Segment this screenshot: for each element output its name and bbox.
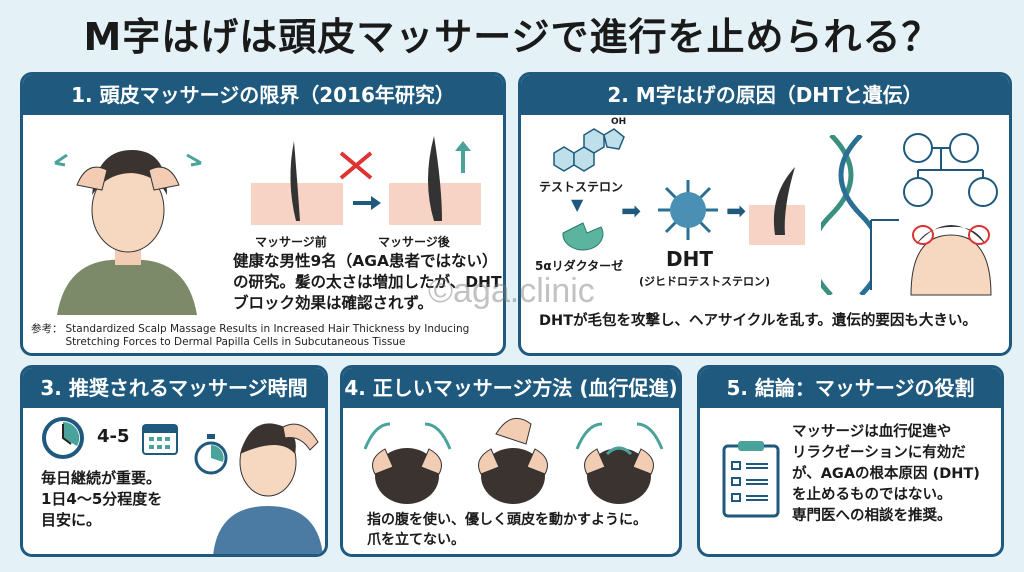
method-description: 指の腹を使い、優しく頭皮を動かすように。 爪を立てない。 (367, 510, 647, 550)
body-line: 毎日継続が重要。 (41, 469, 162, 487)
time-description: 毎日継続が重要。 1日4〜5分程度を 目安に。 (41, 468, 162, 531)
testosterone-molecule-icon (553, 128, 625, 172)
oh-label: OH (611, 117, 627, 127)
clock-icon (42, 417, 84, 459)
dht-molecule-icon (658, 180, 718, 240)
body-line: マッサージは血行促進や (792, 424, 952, 440)
panel-header: 2. M字はげの原因（DHTと遺伝） (521, 75, 1009, 115)
dht-label: DHT (666, 247, 713, 271)
body-line: 目安に。 (41, 511, 102, 529)
panel-header: 3. 推奨されるマッサージ時間 (23, 368, 325, 408)
panel-massage-method: 4. 正しいマッサージ方法 (血行促進) 指の腹を使い、優しく頭皮を動かすように… (340, 365, 682, 557)
testosterone-label: テストステロン (539, 180, 624, 194)
page-title: M字はげは頭皮マッサージで進行を止められる？ (83, 15, 941, 59)
reference-line: Standardized Scalp Massage Results in In… (65, 323, 470, 335)
relaxed-man-illustration (213, 423, 323, 554)
panel-massage-limits: 1. 頭皮マッサージの限界（2016年研究） マッサージ前 マッサージ後 健康な… (20, 72, 506, 356)
body-line: 指の腹を使い、優しく頭皮を動かすように。 (367, 512, 647, 528)
clipboard-checklist-icon (722, 441, 780, 518)
enzyme-label: 5αリダクターゼ (535, 259, 624, 273)
man-massaging-head-illustration (54, 150, 202, 315)
reference-citation: 参考： Standardized Scalp Massage Results i… (31, 323, 469, 349)
stopwatch-icon (194, 434, 228, 475)
conclusion-text: マッサージは血行促進や リラクゼーションに有効だ が、AGAの根本原因 (DHT… (792, 422, 980, 527)
body-line: を止めるものではない。 (792, 487, 952, 503)
reference-line: Stretching Forces to Dermal Papilla Cell… (65, 336, 406, 348)
body-line: リラクゼーションに有効だ (792, 445, 966, 461)
minutes-count: 4-5 (97, 426, 130, 447)
panel-recommended-time: 3. 推奨されるマッサージ時間 4-5 毎日継続が重要。 1日4〜5分程度を 目… (20, 365, 328, 557)
dna-icon (821, 135, 871, 295)
panel-header: 5. 結論：マッサージの役割 (700, 368, 1001, 408)
panel-header: 4. 正しいマッサージ方法 (血行促進) (343, 368, 679, 408)
before-label: マッサージ前 (255, 235, 327, 249)
reference-label: 参考： (31, 323, 63, 335)
dht-fullname: (ジヒドロテストステロン) (639, 275, 771, 288)
body-line: 専門医への相談を推奨。 (792, 508, 952, 524)
family-tree-heredity-illustration (870, 133, 998, 296)
body-line: が、AGAの根本原因 (DHT) (792, 466, 980, 482)
study-description: 健康な男性9名（AGA患者ではない） の研究。髪の太さは増加したが、DHT ブロ… (233, 251, 502, 314)
down-arrow-icon: ▼ (571, 195, 584, 214)
panel-header: 1. 頭皮マッサージの限界（2016年研究） (23, 75, 503, 115)
calendar-icon (142, 424, 178, 455)
watermark: ©aga.clinic (428, 272, 595, 310)
massage-technique-illustrations (363, 417, 664, 504)
hair-follicle-comparison-illustration (251, 136, 481, 225)
cause-description: DHTが毛包を攻撃し、ヘアサイクルを乱す。遺伝的要因も大きい。 (539, 313, 977, 329)
right-arrow-icon: ➡ (621, 197, 642, 225)
panel-conclusion: 5. 結論：マッサージの役割 マッサージは血行促進や リラクゼーションに有効だ … (697, 365, 1004, 557)
panel-causes: 2. M字はげの原因（DHTと遺伝） OH テストステロン ▼ 5αリダクターゼ… (518, 72, 1012, 356)
body-line: 健康な男性9名（AGA患者ではない） (233, 252, 498, 270)
body-line: 爪を立てない。 (367, 532, 465, 548)
enzyme-icon (562, 222, 604, 251)
miniaturized-follicle-icon (749, 167, 805, 245)
after-label: マッサージ後 (378, 235, 450, 249)
right-arrow-icon: ➡ (726, 197, 747, 225)
body-line: ブロック効果は確認されず。 (233, 294, 433, 312)
body-line: の研究。髪の太さは増加したが、DHT (233, 273, 502, 291)
body-line: 1日4〜5分程度を (41, 490, 163, 508)
